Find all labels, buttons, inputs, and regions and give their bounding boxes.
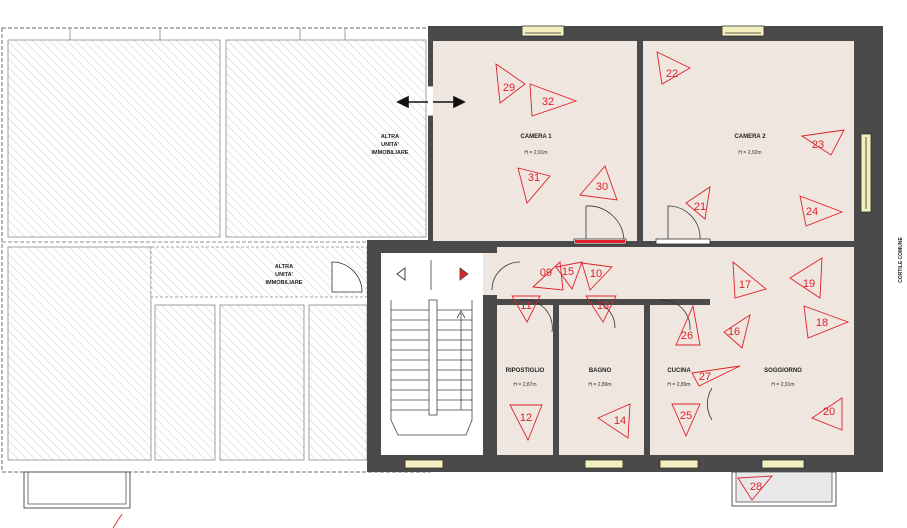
svg-text:16: 16 — [728, 326, 740, 338]
photo-point-24: 24 — [799, 195, 844, 227]
room-height: H = 2,91m — [771, 382, 794, 388]
photo-point-30: 30 — [579, 165, 618, 201]
photo-point-32: 32 — [529, 83, 578, 117]
label-line: IMMOBILIARE — [372, 150, 409, 156]
svg-text:29: 29 — [503, 82, 515, 94]
room-name: BAGNO — [589, 368, 612, 374]
photo-point-27: 27 — [691, 365, 741, 387]
svg-text:30: 30 — [596, 181, 608, 193]
stair-steps — [390, 299, 473, 436]
svg-text:28: 28 — [750, 481, 762, 493]
room-labels: CAMERA 1 H = 2,91m CAMERA 2 H = 2,92m RI… — [506, 134, 803, 388]
photo-point-23: 23 — [800, 129, 845, 156]
svg-text:14: 14 — [614, 415, 626, 427]
label-line: IMMOBILIARE — [266, 280, 303, 286]
svg-text:22: 22 — [666, 68, 678, 80]
photo-point-31: 31 — [517, 167, 551, 204]
doors — [331, 205, 713, 421]
svg-text:10: 10 — [590, 268, 602, 280]
room-name: SOGGIORNO — [764, 368, 802, 374]
photo-point-25: 25 — [671, 403, 701, 438]
photo-point-19: 19 — [789, 257, 823, 299]
room-height: H = 2,91m — [524, 150, 547, 156]
photo-point-14: 14 — [597, 403, 631, 439]
windows — [404, 25, 872, 469]
photo-point-16: 16 — [723, 314, 751, 349]
room-name: CAMERA 1 — [520, 134, 552, 140]
room-camera-1 — [433, 41, 637, 241]
photo-point-12: 12 — [509, 404, 543, 442]
label-line: UNITA' — [381, 142, 399, 148]
svg-text:25: 25 — [680, 410, 692, 422]
svg-text:18: 18 — [816, 317, 828, 329]
red-mark — [112, 513, 123, 528]
room-height: H = 2,89m — [667, 382, 690, 388]
photo-point-26: 26 — [675, 304, 701, 346]
room-height: H = 2,89m — [588, 382, 611, 388]
svg-text:20: 20 — [823, 406, 835, 418]
label-line: ALTRA — [381, 134, 399, 140]
photo-point-13: 13 — [585, 295, 617, 323]
svg-text:31: 31 — [528, 172, 540, 184]
room-cucina — [650, 305, 710, 455]
svg-text:12: 12 — [520, 412, 532, 424]
other-unit-north-label: ALTRA UNITA' IMMOBILIARE — [372, 134, 409, 156]
svg-text:27: 27 — [699, 371, 711, 383]
photo-point-15: 15 — [555, 261, 583, 290]
svg-text:26: 26 — [681, 330, 693, 342]
label-line: UNITA' — [275, 272, 293, 278]
room-name: CUCINA — [667, 368, 691, 374]
photo-point-17: 17 — [732, 261, 767, 299]
photo-point-22: 22 — [656, 51, 691, 85]
photo-point-29: 29 — [495, 63, 526, 104]
photo-point-20: 20 — [811, 397, 843, 431]
photo-point-10: 10 — [581, 262, 613, 291]
label-line: ALTRA — [275, 264, 293, 270]
photo-points: 29 32 31 30 22 23 24 21 09 15 10 11 13 1… — [495, 51, 850, 501]
photo-point-21: 21 — [685, 186, 711, 220]
wall-openings — [428, 85, 433, 117]
svg-text:17: 17 — [739, 279, 751, 291]
photo-point-09: 09 — [531, 261, 564, 291]
room-name: RIPOSTIGLIO — [506, 368, 545, 374]
photo-point-18: 18 — [803, 305, 850, 339]
other-units — [1, 27, 431, 509]
svg-text:15: 15 — [562, 266, 574, 278]
svg-text:21: 21 — [694, 201, 706, 213]
landing-arrows — [396, 260, 469, 290]
room-ripostiglio — [497, 305, 553, 455]
photo-point-11: 11 — [511, 295, 541, 323]
svg-text:23: 23 — [812, 139, 824, 151]
room-height: H = 2,87m — [513, 382, 536, 388]
svg-text:24: 24 — [806, 206, 818, 218]
svg-text:13: 13 — [597, 300, 609, 312]
other-unit-south-label: ALTRA UNITA' IMMOBILIARE — [266, 264, 303, 286]
room-soggiorno — [716, 252, 854, 455]
room-bagno — [559, 305, 644, 455]
room-name: CAMERA 2 — [734, 134, 766, 140]
svg-text:11: 11 — [520, 300, 531, 312]
photo-point-28: 28 — [737, 475, 774, 501]
svg-text:09: 09 — [540, 267, 552, 279]
cortile-comune-label: CORTILE COMUNE — [898, 237, 904, 283]
svg-text:19: 19 — [803, 278, 815, 290]
room-height: H = 2,92m — [738, 150, 761, 156]
svg-text:32: 32 — [542, 96, 554, 108]
